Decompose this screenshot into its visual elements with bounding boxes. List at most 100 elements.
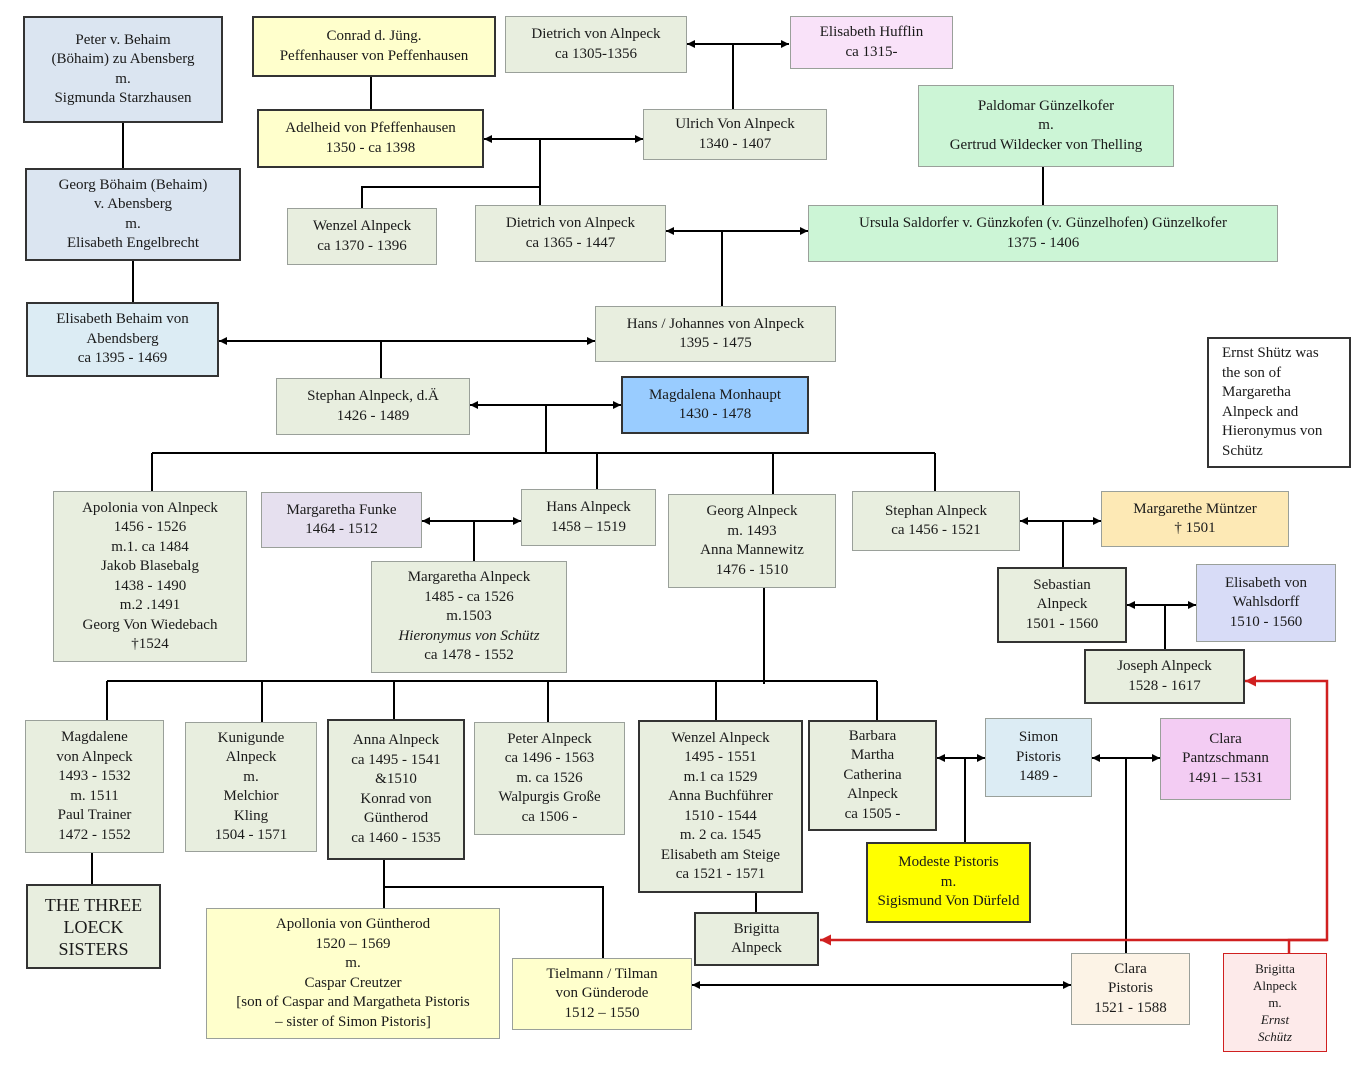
person-line: Paldomar Günzelkofer	[977, 97, 1115, 114]
person-line: Wahlsdorff	[1232, 594, 1300, 611]
person-line: 1493 - 1532	[58, 768, 131, 784]
person-line: 1512 – 1550	[564, 1004, 640, 1021]
person-line: (Böhaim) zu Abensberg	[51, 51, 195, 67]
person-line: Adelheid von Pfeffenhausen	[285, 120, 456, 136]
person-line: ca 1495 - 1541	[351, 751, 441, 768]
person-conrad-pfeffenhauser: Conrad d. Jüng. Peffenhauser von Peffenh…	[252, 16, 496, 77]
person-line: Margaretha Funke	[286, 501, 397, 518]
person-line: Simon	[1018, 729, 1059, 746]
person-line: &1510	[375, 771, 417, 787]
person-line: m.2 .1491	[119, 597, 181, 613]
note-line: Schütz	[1222, 442, 1263, 459]
person-line: 1464 - 1512	[305, 521, 378, 537]
person-line: Alnpeck	[731, 940, 782, 956]
person-line: Ulrich Von Alnpeck	[675, 116, 795, 132]
note-line: Ernst Shütz was	[1222, 345, 1319, 361]
person-line: Sigismund Von Dürfeld	[877, 893, 1020, 910]
person-line: ca 1365 - 1447	[525, 234, 616, 251]
person-clara-pantzschmann: Clara Pantzschmann 1491 – 1531	[1160, 718, 1291, 800]
person-line: v. Abensberg	[94, 196, 172, 212]
person-peter-1496: Peter Alnpeck ca 1496 - 1563 m. ca 1526 …	[474, 722, 625, 835]
person-wenzel-1370: Wenzel Alnpeck ca 1370 - 1396	[287, 208, 437, 265]
note-line: Margaretha	[1222, 384, 1291, 400]
person-line: Hieronymus von Schütz	[398, 627, 540, 644]
person-line: Magdalena Monhaupt	[648, 386, 782, 403]
person-line: ca 1506 -	[521, 808, 578, 825]
person-line: Güntherod	[363, 810, 429, 826]
person-line: Alnpeck	[1252, 978, 1298, 993]
person-line: Kling	[233, 807, 269, 824]
person-line: m.1 ca 1529	[683, 768, 758, 785]
note-line: Hieronymus von	[1222, 423, 1323, 439]
person-line: 1528 - 1617	[1128, 677, 1201, 694]
person-line: Dietrich von Alnpeck	[505, 215, 636, 231]
person-line: Alnpeck	[1036, 596, 1088, 613]
three-loeck-sisters: THE THREE LOECK SISTERS	[26, 884, 161, 969]
person-wenzel-1495: Wenzel Alnpeck 1495 - 1551 m.1 ca 1529 A…	[638, 720, 803, 893]
person-line: THE THREE	[44, 894, 143, 915]
person-line: 1426 - 1489	[336, 407, 410, 424]
person-magdalena-monhaupt: Magdalena Monhaupt 1430 - 1478	[621, 376, 809, 434]
person-line: Margarethe Müntzer	[1133, 500, 1257, 517]
person-line: 1485 - ca 1526	[424, 588, 514, 605]
person-line: 1476 - 1510	[715, 561, 789, 578]
person-barbara: Barbara Martha Catherina Alnpeck ca 1505…	[808, 720, 937, 831]
person-line: Joseph Alnpeck	[1117, 658, 1212, 674]
person-joseph: Joseph Alnpeck 1528 - 1617	[1084, 649, 1245, 704]
person-line: SISTERS	[58, 938, 129, 959]
person-line: m.1503	[446, 608, 492, 625]
person-line: m.	[940, 873, 957, 890]
person-line: ca 1478 - 1552	[424, 647, 514, 664]
person-line: Brigitta	[1255, 961, 1295, 976]
person-line: Caspar Creutzer	[304, 974, 402, 991]
person-line: Martha	[850, 747, 895, 764]
person-line: 1375 - 1406	[1006, 234, 1080, 251]
person-line: Tielmann / Tilman	[546, 965, 658, 982]
person-line: Modeste Pistoris	[898, 854, 999, 871]
person-line: Georg Böhaim (Behaim)	[58, 176, 208, 193]
person-line: Brigitta	[733, 920, 780, 937]
person-paldomar: Paldomar Günzelkofer m. Gertrud Wildecke…	[918, 85, 1174, 167]
person-line: ca 1370 - 1396	[317, 237, 407, 254]
person-line: Sebastian	[1033, 576, 1091, 593]
person-line: Ernst	[1260, 1012, 1290, 1027]
person-line: 1456 - 1526	[113, 519, 187, 535]
person-line: ca 1505 -	[844, 805, 901, 822]
person-elisabeth-wahlsdorff: Elisabeth von Wahlsdorff 1510 - 1560	[1196, 564, 1336, 642]
person-line: Sigmunda Starzhausen	[54, 90, 192, 106]
person-line: Apollonia von Güntherod	[275, 916, 431, 932]
person-line: ca 1460 - 1535	[351, 829, 441, 846]
person-line: Jakob Blasebalg	[101, 558, 199, 574]
person-line: Georg Alnpeck	[706, 503, 798, 519]
person-line: Walpurgis Große	[498, 789, 601, 806]
person-hans-johannes: Hans / Johannes von Alnpeck 1395 - 1475	[595, 306, 836, 362]
person-apolonia: Apolonia von Alnpeck 1456 - 1526 m.1. ca…	[53, 491, 247, 662]
person-line: Hans / Johannes von Alnpeck	[626, 315, 805, 332]
person-line: Clara	[1114, 960, 1147, 977]
person-line: Elisabeth von	[1224, 574, 1308, 591]
person-line: LOECK	[63, 916, 124, 937]
person-line: 1501 - 1560	[1025, 615, 1099, 632]
person-line: 1520 – 1569	[315, 935, 391, 952]
connector-line	[384, 886, 604, 958]
person-line: [son of Caspar and Margatheta Pistoris	[236, 994, 470, 1010]
person-line: Kunigunde	[217, 729, 285, 746]
person-line: Paul Trainer	[57, 807, 132, 823]
person-line: † 1501	[1174, 520, 1216, 536]
person-line: 1340 - 1407	[698, 135, 772, 152]
person-line: m. 1493	[727, 522, 777, 539]
person-line: Clara	[1209, 730, 1242, 747]
person-line: m.	[1268, 995, 1282, 1010]
note-line: Alnpeck and	[1222, 403, 1299, 420]
person-line: 1395 - 1475	[679, 335, 752, 351]
person-line: m.	[125, 215, 141, 232]
person-margaretha-funke: Margaretha Funke 1464 - 1512	[261, 492, 422, 548]
person-line: Pantzschmann	[1182, 750, 1269, 767]
person-line: Elisabeth am Steige	[660, 846, 781, 863]
person-line: Pistoris	[1107, 980, 1153, 997]
person-stephan-1426: Stephan Alnpeck, d.Ä 1426 - 1489	[276, 378, 470, 435]
person-line: Catherina	[843, 766, 902, 783]
person-line: ca 1395 - 1469	[77, 350, 168, 367]
person-apollonia-guntherod: Apollonia von Güntherod 1520 – 1569 m. C…	[206, 908, 500, 1039]
